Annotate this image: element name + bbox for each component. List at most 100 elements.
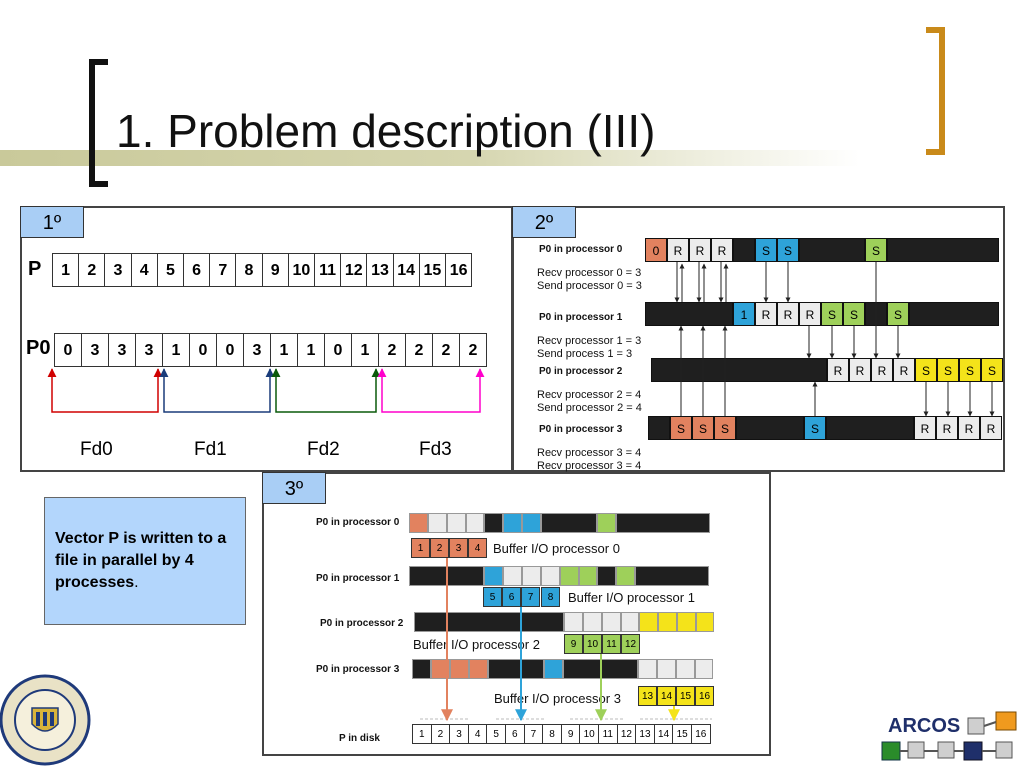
p3-timeline-cell — [469, 659, 488, 679]
buffer-cell: 16 — [695, 686, 714, 706]
p2-timeline-cell — [733, 238, 755, 262]
panel-2-tag: 2º — [512, 206, 576, 238]
p3-timeline-cell — [522, 566, 541, 586]
fd3-bracket-arrow — [377, 368, 485, 413]
disk-cell: 3 — [449, 724, 469, 744]
p3-row-title: P0 in processor 3 — [316, 664, 400, 675]
svg-text:ARCOS: ARCOS — [888, 715, 960, 737]
buffer-cell: 11 — [602, 634, 621, 654]
p2-timeline-cell — [736, 416, 804, 440]
p2-timeline-cell: R — [827, 358, 849, 382]
p3-timeline-cell — [450, 659, 469, 679]
p3-timeline-cell — [579, 566, 597, 586]
p-cell: 16 — [445, 253, 473, 287]
p3-timeline-cell — [541, 566, 560, 586]
p3-timeline-cell — [616, 566, 635, 586]
p2-timeline-cell: R — [958, 416, 980, 440]
p2-send-label: Send processor 0 = 3 — [537, 280, 642, 292]
p-cell: 15 — [418, 253, 446, 287]
buffer-cell: 3 — [449, 538, 468, 558]
buffer-cell: 14 — [657, 686, 676, 706]
p2-row-title: P0 in processor 1 — [539, 312, 623, 323]
p2-timeline-cell: S — [692, 416, 714, 440]
p-cell: 3 — [104, 253, 132, 287]
buffer-cell: 7 — [521, 587, 540, 607]
row-p0-label: P0 — [26, 337, 51, 359]
p3-timeline-cell — [676, 659, 695, 679]
university-seal-logo — [0, 674, 91, 766]
disk-cell: 16 — [691, 724, 711, 744]
p2-timeline-cell: S — [843, 302, 865, 326]
buffer-label: Buffer I/O processor 0 — [493, 541, 620, 556]
panel-1-tag: 1º — [20, 206, 84, 238]
title-underline-bar — [0, 150, 860, 166]
p3-timeline-cell — [488, 659, 544, 679]
buffer-cell: 15 — [676, 686, 695, 706]
fd3-label: Fd3 — [419, 439, 452, 460]
buffer-cell: 9 — [564, 634, 583, 654]
p3-timeline-cell — [428, 513, 447, 533]
p0-cell: 0 — [189, 333, 217, 367]
p2-timeline-cell: R — [914, 416, 936, 440]
fd1-label: Fd1 — [194, 439, 227, 460]
buffer-label: Buffer I/O processor 3 — [494, 691, 621, 706]
arcos-logo: ARCOS — [881, 711, 1017, 761]
p2-timeline-cell: 1 — [733, 302, 755, 326]
buffer-cell: 13 — [638, 686, 657, 706]
p2-timeline-cell: R — [755, 302, 777, 326]
p2-timeline-cell — [799, 238, 865, 262]
p2-timeline-cell: R — [667, 238, 689, 262]
p2-timeline-cell: R — [849, 358, 871, 382]
p2-timeline-cell: S — [821, 302, 843, 326]
p3-timeline-cell — [409, 513, 428, 533]
p2-timeline-cell — [826, 416, 914, 440]
p3-timeline-cell — [466, 513, 484, 533]
p3-timeline-cell — [597, 566, 616, 586]
p2-timeline-cell: R — [799, 302, 821, 326]
p-cell: 4 — [130, 253, 158, 287]
p2-timeline-cell — [645, 302, 733, 326]
buffer-cell: 12 — [621, 634, 640, 654]
fd1-bracket-arrow — [159, 368, 275, 413]
p3-timeline-cell — [541, 513, 597, 533]
p3-timeline-cell — [544, 659, 563, 679]
p2-timeline-cell: S — [887, 302, 909, 326]
p2-row-title: P0 in processor 0 — [539, 244, 623, 255]
p2-timeline-cell: S — [915, 358, 937, 382]
p2-timeline-cell — [648, 416, 670, 440]
p2-timeline-cell: S — [981, 358, 1003, 382]
p2-row-title: P0 in processor 3 — [539, 424, 623, 435]
p-cell: 6 — [183, 253, 211, 287]
p3-timeline-cell — [638, 659, 657, 679]
p2-timeline-cell: R — [893, 358, 915, 382]
p2-send-label: Send processor 2 = 4 — [537, 402, 642, 414]
description-period: . — [134, 574, 139, 591]
description-note: Vector P is written to a file in paralle… — [44, 497, 246, 625]
p0-cell: 1 — [162, 333, 190, 367]
p3-timeline-cell — [503, 513, 522, 533]
p3-timeline-cell — [431, 659, 450, 679]
fd0-label: Fd0 — [80, 439, 113, 460]
description-text: Vector P is written to a file in paralle… — [55, 530, 227, 591]
p2-recv-label: Recv processor 2 = 4 — [537, 389, 642, 401]
disk-cell: 7 — [523, 724, 544, 744]
p2-timeline-cell: R — [936, 416, 958, 440]
p2-timeline-cell: R — [980, 416, 1002, 440]
p2-timeline-cell: 0 — [645, 238, 667, 262]
fd2-bracket-arrow — [271, 368, 381, 413]
p3-timeline-cell — [658, 612, 677, 632]
p3-timeline-cell — [522, 513, 541, 533]
p2-timeline-cell: S — [937, 358, 959, 382]
p0-cell: 1 — [351, 333, 379, 367]
p2-timeline-cell: S — [670, 416, 692, 440]
p2-timeline-cell: R — [871, 358, 893, 382]
buffer-label: Buffer I/O processor 2 — [413, 637, 540, 652]
buffer-cell: 10 — [583, 634, 602, 654]
fd2-label: Fd2 — [307, 439, 340, 460]
p2-send-label: Recv processor 3 = 4 — [537, 460, 642, 472]
buffer-cell: 5 — [483, 587, 502, 607]
p3-timeline-cell — [583, 612, 602, 632]
p3-timeline-cell — [621, 612, 639, 632]
p3-timeline-cell — [447, 513, 466, 533]
